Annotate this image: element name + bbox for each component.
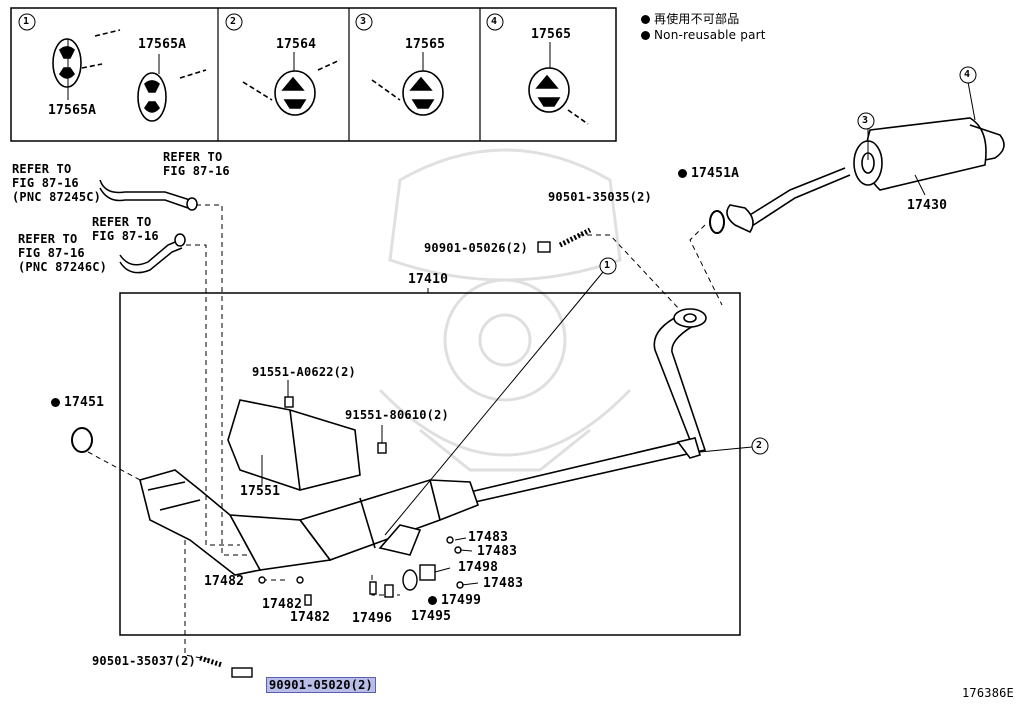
inset4-label: 17565 (531, 27, 572, 42)
dashed-guide (689, 224, 723, 306)
hanger-icon (242, 59, 341, 116)
legend-jp-text: 再使用不可部品 (654, 12, 740, 26)
nonreusable-icon (428, 596, 437, 605)
part-17451a[interactable]: 17451A (678, 167, 739, 181)
assembly-frame (119, 292, 741, 636)
part-17451a-text: 17451A (691, 166, 740, 181)
callout-1: 1 (604, 260, 611, 271)
inset3-label: 17565 (405, 37, 446, 52)
part-17483-a[interactable]: 17483 (468, 530, 509, 545)
ref4-line1: REFER TO (18, 232, 78, 246)
part-17483-b[interactable]: 17483 (477, 544, 518, 559)
inset-num-4: 4 (491, 16, 498, 27)
dashed-guides (87, 204, 681, 661)
part-90501-35037[interactable]: 90501-35037(2) (92, 654, 196, 668)
muffler-17430 (726, 117, 1005, 234)
inset-leaders (67, 39, 551, 100)
hanger-icon (371, 70, 444, 116)
hanger-icon (528, 67, 589, 125)
part-17451[interactable]: 17451 (51, 396, 104, 410)
inset-panel (10, 7, 617, 142)
callout-4: 4 (964, 69, 971, 80)
inset1-label-bottom: 17565A (48, 103, 97, 118)
callout-2: 2 (756, 440, 763, 451)
part-91551-a0622[interactable]: 91551-A0622(2) (252, 365, 356, 379)
part-90501-35035[interactable]: 90501-35035(2) (548, 190, 652, 204)
fasteners (199, 227, 592, 678)
ref2-line1: REFER TO (163, 150, 223, 164)
ref1-line1: REFER TO (12, 162, 72, 176)
inset-callout-circles (18, 13, 504, 31)
part-17410[interactable]: 17410 (408, 272, 449, 287)
leader-lines (261, 81, 976, 586)
part-17482-c[interactable]: 17482 (290, 610, 331, 625)
part-17496[interactable]: 17496 (352, 611, 393, 626)
center-pipe (469, 308, 707, 503)
part-90901-05026[interactable]: 90901-05026(2) (424, 241, 528, 255)
ref3-line2: FIG 87-16 (92, 229, 159, 243)
inset-hangers (52, 29, 589, 125)
legend-jp: 再使用不可部品 (641, 12, 739, 26)
inset1-label-top: 17565A (138, 37, 187, 52)
ref3-line1: REFER TO (92, 215, 152, 229)
bullet-icon (641, 31, 650, 40)
part-17482-a[interactable]: 17482 (204, 574, 245, 589)
part-17498[interactable]: 17498 (458, 560, 499, 575)
legend-en: Non-reusable part (641, 28, 766, 42)
inset-num-3: 3 (360, 16, 367, 27)
callout-3: 3 (862, 115, 869, 126)
hanger-icon (137, 69, 207, 122)
ref4-line2: FIG 87-16 (18, 246, 85, 260)
front-pipe-catalyst (139, 399, 480, 576)
part-17430[interactable]: 17430 (907, 198, 948, 213)
part-17499-text: 17499 (441, 593, 482, 608)
callout-circles (599, 66, 977, 455)
inset2-label: 17564 (276, 37, 317, 52)
part-17451-text: 17451 (64, 395, 105, 410)
part-17551[interactable]: 17551 (240, 484, 281, 499)
part-17495[interactable]: 17495 (411, 609, 452, 624)
hanger-icon (52, 29, 121, 88)
part-17482-b[interactable]: 17482 (262, 597, 303, 612)
nonreusable-icon (678, 169, 687, 178)
part-91551-80610[interactable]: 91551-80610(2) (345, 408, 449, 422)
watermark-emblem (378, 148, 632, 472)
legend-en-text: Non-reusable part (654, 28, 766, 42)
part-17483-c[interactable]: 17483 (483, 576, 524, 591)
gasket-17451 (71, 427, 93, 453)
ref2-line2: FIG 87-16 (163, 164, 230, 178)
diagram-id: 176386E (962, 686, 1014, 700)
bullet-icon (641, 15, 650, 24)
part-90901-05020-highlighted[interactable]: 90901-05020(2) (266, 677, 376, 693)
inset-num-2: 2 (230, 16, 237, 27)
ref1-line2: FIG 87-16 (12, 176, 79, 190)
ref1-line3: (PNC 87245C) (12, 190, 102, 204)
part-17499[interactable]: 17499 (428, 594, 481, 608)
hoses (99, 179, 198, 274)
inset-num-1: 1 (23, 16, 30, 27)
nonreusable-icon (51, 398, 60, 407)
gasket-17451a (709, 210, 725, 234)
ref4-line3: (PNC 87246C) (18, 260, 108, 274)
